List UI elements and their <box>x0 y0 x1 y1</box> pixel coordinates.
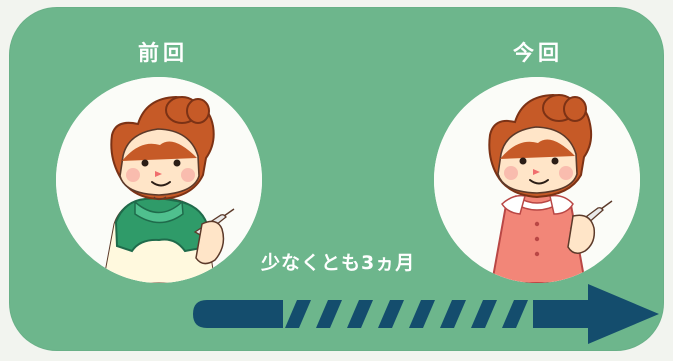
timeline-arrow-icon <box>193 284 659 344</box>
previous-vaccination-circle <box>56 77 262 283</box>
girl-green-top-syringe-icon <box>56 77 262 283</box>
girl-pink-dress-syringe-icon <box>434 77 640 283</box>
current-label: 今回 <box>513 41 563 65</box>
interval-caption: 少なくとも3ヵ月 <box>261 252 416 274</box>
vaccination-interval-panel: 前回 今回 <box>9 7 664 351</box>
previous-label: 前回 <box>138 41 188 65</box>
current-vaccination-circle <box>434 77 640 283</box>
